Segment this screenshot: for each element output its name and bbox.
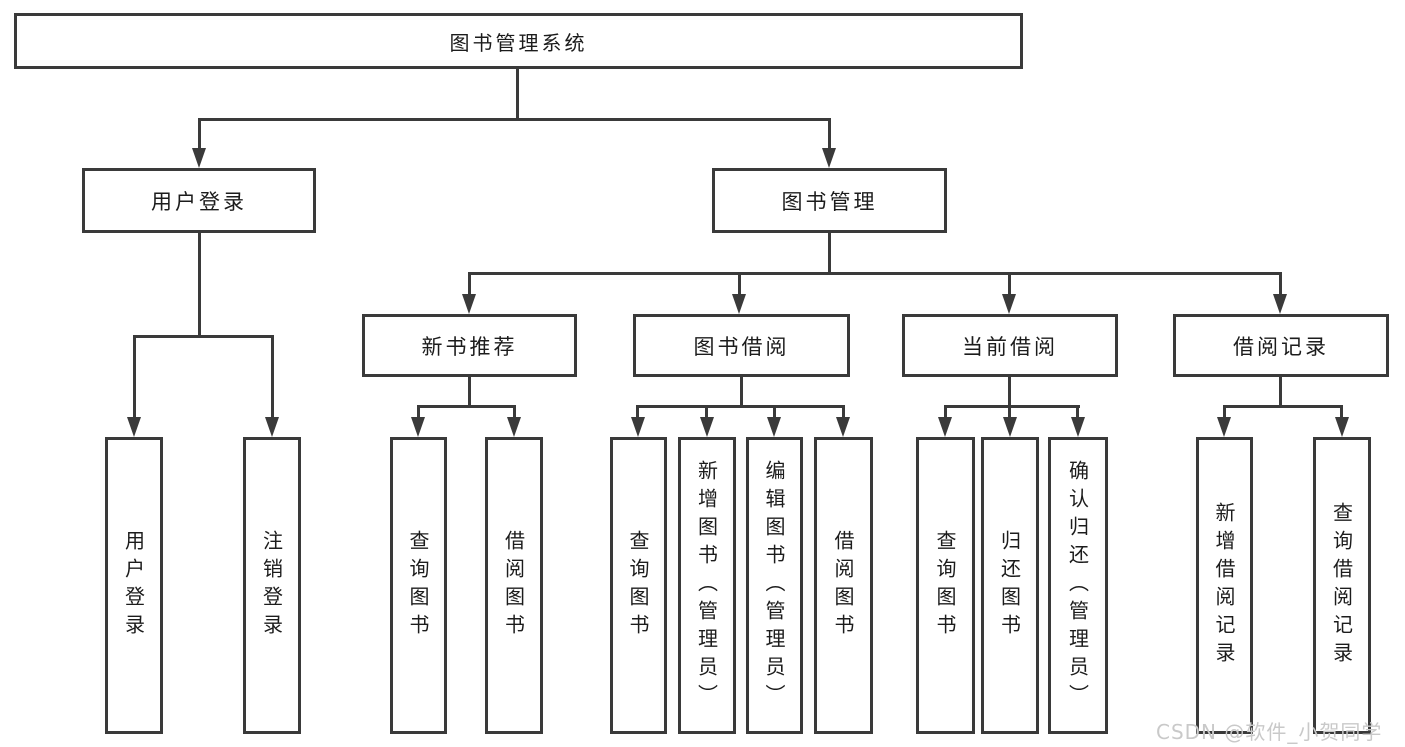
arrowhead-borrowing-records (1273, 294, 1287, 314)
node-new-book-recommend: 新书推荐 (362, 314, 577, 377)
watermark: CSDN @软件_小贺同学 (1156, 720, 1383, 744)
arrowhead-leaf (767, 417, 781, 437)
leaf-label: 借阅图书 (501, 529, 526, 642)
leaf-query-books-borrowing: 查询图书 (610, 437, 667, 734)
connector-drop-leaf (1340, 405, 1343, 421)
arrowhead-leaf (1003, 417, 1017, 437)
leaf-borrow-books-recommend: 借阅图书 (485, 437, 543, 734)
connector-borrowing-records-trunk (1279, 376, 1282, 408)
leaf-label: 新增图书（管理员） (694, 459, 719, 712)
node-book-management: 图书管理 (712, 168, 947, 233)
leaf-user-login: 用户登录 (105, 437, 163, 734)
node-label: 用户登录 (151, 189, 247, 214)
node-book-borrowing: 图书借阅 (633, 314, 850, 377)
leaf-label: 查询图书 (406, 529, 430, 642)
node-label: 图书借阅 (693, 334, 790, 359)
connector-drop-user-login (198, 118, 201, 152)
connector-current-borrowing-trunk (1008, 376, 1011, 408)
connector-root-trunk (516, 68, 519, 120)
node-label: 图书管理系统 (449, 30, 588, 55)
leaf-label: 确认归还（管理员） (1065, 459, 1090, 712)
connector-user-login-trunk (198, 232, 201, 337)
arrowhead-logout-leaf (265, 417, 279, 437)
leaf-edit-book-admin: 编辑图书（管理员） (746, 437, 803, 734)
arrowhead-leaf (836, 417, 850, 437)
connector-drop-book-borrowing (738, 272, 741, 298)
connector-drop-borrowing-records (1279, 272, 1282, 298)
connector-drop-logout-leaf (271, 335, 274, 421)
leaf-confirm-return-admin: 确认归还（管理员） (1048, 437, 1108, 734)
node-current-borrowing: 当前借阅 (902, 314, 1118, 377)
connector-drop-leaf (417, 405, 420, 421)
arrowhead-user-login (192, 148, 206, 168)
leaf-add-book-admin: 新增图书（管理员） (678, 437, 736, 734)
leaf-label: 用户登录 (121, 529, 146, 642)
node-label: 新书推荐 (421, 334, 518, 359)
node-user-login: 用户登录 (82, 168, 316, 233)
connector-borrowing-records-fork (1223, 405, 1343, 408)
leaf-label: 编辑图书（管理员） (762, 459, 786, 712)
arrowhead-leaf (507, 417, 521, 437)
connector-level2-branch (198, 118, 831, 121)
arrowhead-leaf (938, 417, 952, 437)
connector-level3-branch (468, 272, 1282, 275)
connector-book-borrowing-trunk (740, 376, 743, 408)
leaf-query-books-recommend: 查询图书 (390, 437, 447, 734)
node-label: 借阅记录 (1233, 334, 1329, 359)
connector-drop-leaf (944, 405, 947, 421)
leaf-label: 新增借阅记录 (1212, 501, 1236, 670)
leaf-add-borrow-record: 新增借阅记录 (1196, 437, 1253, 734)
leaf-logout: 注销登录 (243, 437, 301, 734)
connector-drop-book-management (828, 118, 831, 152)
connector-drop-leaf (1223, 405, 1226, 421)
arrowhead-leaf (631, 417, 645, 437)
arrowhead-leaf (1217, 417, 1231, 437)
connector-drop-leaf (636, 405, 639, 421)
leaf-query-borrow-record: 查询借阅记录 (1313, 437, 1371, 734)
arrowhead-leaf (700, 417, 714, 437)
node-library-management-system: 图书管理系统 (14, 13, 1023, 69)
arrowhead-leaf (411, 417, 425, 437)
connector-book-management-trunk (828, 232, 831, 275)
arrowhead-new-book (462, 294, 476, 314)
connector-user-login-fork (133, 335, 274, 338)
connector-drop-leaf (1076, 405, 1079, 421)
connector-book-borrowing-fork (636, 405, 845, 408)
leaf-label: 借阅图书 (831, 529, 855, 642)
leaf-label: 查询借阅记录 (1329, 501, 1354, 670)
connector-drop-current-borrowing (1008, 272, 1011, 298)
connector-drop-leaf (1008, 405, 1011, 421)
arrowhead-current-borrowing (1002, 294, 1016, 314)
leaf-label: 归还图书 (997, 529, 1022, 642)
node-borrowing-records: 借阅记录 (1173, 314, 1389, 377)
leaf-query-books-current: 查询图书 (916, 437, 975, 734)
arrowhead-leaf (1335, 417, 1349, 437)
connector-drop-leaf (842, 405, 845, 421)
connector-new-book-trunk (468, 376, 471, 408)
connector-current-borrowing-fork (944, 405, 1080, 408)
leaf-label: 查询图书 (626, 529, 650, 642)
connector-new-book-fork (417, 405, 516, 408)
node-label: 图书管理 (781, 189, 878, 214)
connector-drop-new-book (468, 272, 471, 298)
node-label: 当前借阅 (962, 334, 1058, 359)
arrowhead-leaf (1071, 417, 1085, 437)
connector-drop-leaf (513, 405, 516, 421)
connector-drop-leaf (773, 405, 776, 421)
leaf-label: 注销登录 (259, 529, 284, 642)
leaf-borrow-books-borrowing: 借阅图书 (814, 437, 873, 734)
arrowhead-book-borrowing (732, 294, 746, 314)
connector-drop-leaf (705, 405, 708, 421)
leaf-label: 查询图书 (933, 529, 957, 642)
connector-drop-login-leaf (133, 335, 136, 421)
arrowhead-book-management (822, 148, 836, 168)
arrowhead-login-leaf (127, 417, 141, 437)
leaf-return-book: 归还图书 (981, 437, 1039, 734)
